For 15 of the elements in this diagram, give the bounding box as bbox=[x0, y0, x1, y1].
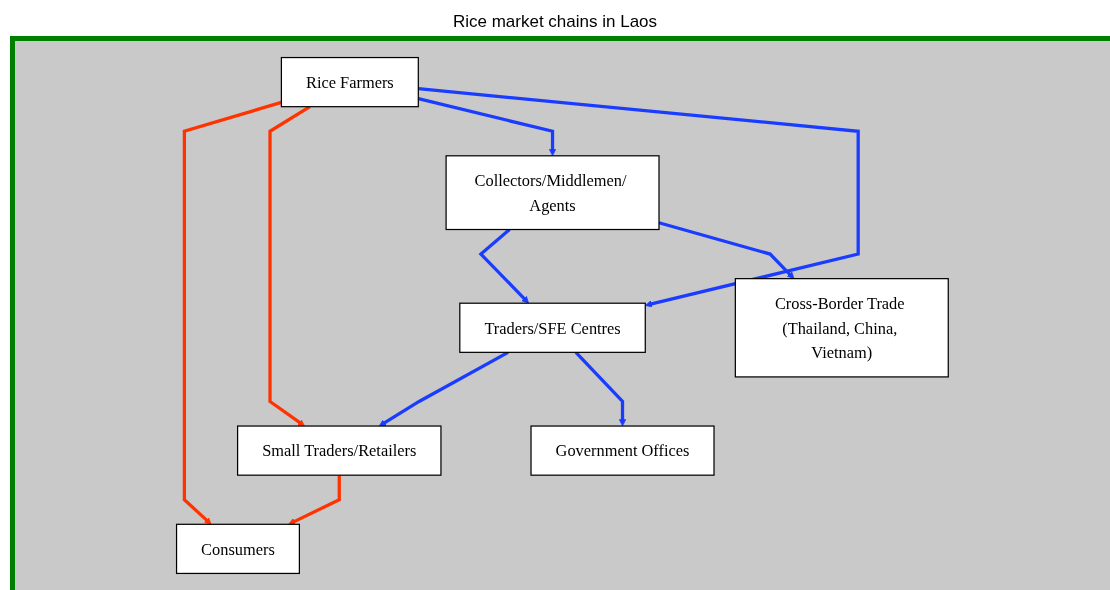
diagram-title: Rice market chains in Laos bbox=[451, 12, 659, 32]
arrow bbox=[288, 475, 341, 525]
process-box: Cross-Border Trade (Thailand, China, Vietnam) bbox=[734, 278, 949, 378]
process-box: Government Offices bbox=[530, 425, 715, 476]
process-box: Rice Farmers bbox=[280, 56, 419, 108]
process-box: Collectors/Middlemen/ Agents bbox=[445, 155, 660, 231]
arrow bbox=[418, 87, 860, 308]
arrow bbox=[418, 97, 557, 157]
process-box: Small Traders/Retailers bbox=[237, 425, 442, 476]
arrow bbox=[478, 228, 530, 304]
arrow bbox=[268, 105, 311, 427]
process-box: Consumers bbox=[176, 523, 301, 575]
process-box: Traders/SFE Centres bbox=[459, 302, 646, 353]
arrow bbox=[182, 100, 282, 525]
arrow bbox=[574, 351, 627, 427]
